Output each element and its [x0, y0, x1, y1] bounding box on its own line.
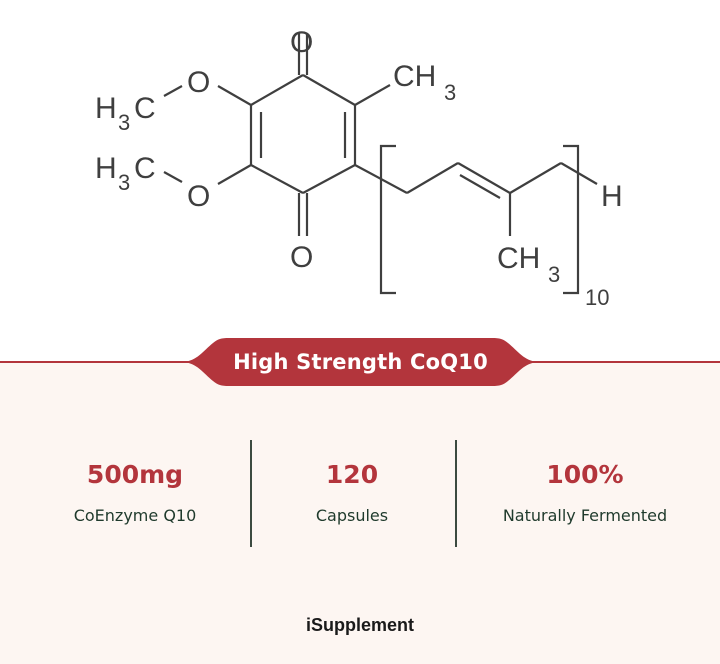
ring-methyl-ch: CH [393, 60, 436, 93]
stat-value: 500mg [86, 460, 184, 489]
stat-value: 100% [546, 460, 624, 489]
methoxy-lower-c: C [134, 152, 156, 185]
brand-wordmark: iSupplement [305, 615, 414, 635]
methoxy-upper-h: H [95, 92, 117, 125]
chain-methyl-ch: CH [497, 242, 540, 275]
stat-value: 120 [325, 460, 379, 489]
coq10-structure-diagram: O O O O H 3 C H 3 C CH 3 CH 3 H 10 [95, 26, 623, 310]
stat-label: Naturally Fermented [502, 506, 668, 525]
banner-title: High Strength CoQ10 [233, 350, 488, 374]
banner-shape [183, 338, 538, 386]
stats-row: 500mg CoEnzyme Q10 120 Capsules 100% Nat… [0, 440, 720, 548]
stat-separator [250, 440, 252, 547]
stat-separator [455, 440, 457, 547]
stat-capsules: 120 Capsules [252, 440, 452, 548]
atom-o-top: O [290, 26, 313, 59]
methoxy-upper-sub: 3 [118, 110, 130, 135]
methoxy-lower-sub: 3 [118, 170, 130, 195]
atom-o-methoxy-upper: O [187, 66, 210, 99]
terminal-h: H [601, 180, 623, 213]
stat-dosage: 500mg CoEnzyme Q10 [30, 440, 240, 548]
atom-o-methoxy-lower: O [187, 180, 210, 213]
info-panel [0, 362, 720, 664]
stat-fermented: 100% Naturally Fermented [465, 440, 705, 548]
product-banner: High Strength CoQ10 [183, 337, 538, 387]
methoxy-upper-c: C [134, 92, 156, 125]
ring-methyl-sub: 3 [444, 80, 456, 105]
repeat-count: 10 [585, 285, 609, 310]
stat-label: Capsules [315, 506, 389, 525]
stat-label: CoEnzyme Q10 [73, 506, 197, 525]
chain-methyl-sub: 3 [548, 262, 560, 287]
methoxy-lower-h: H [95, 152, 117, 185]
atom-o-bottom: O [290, 241, 313, 274]
